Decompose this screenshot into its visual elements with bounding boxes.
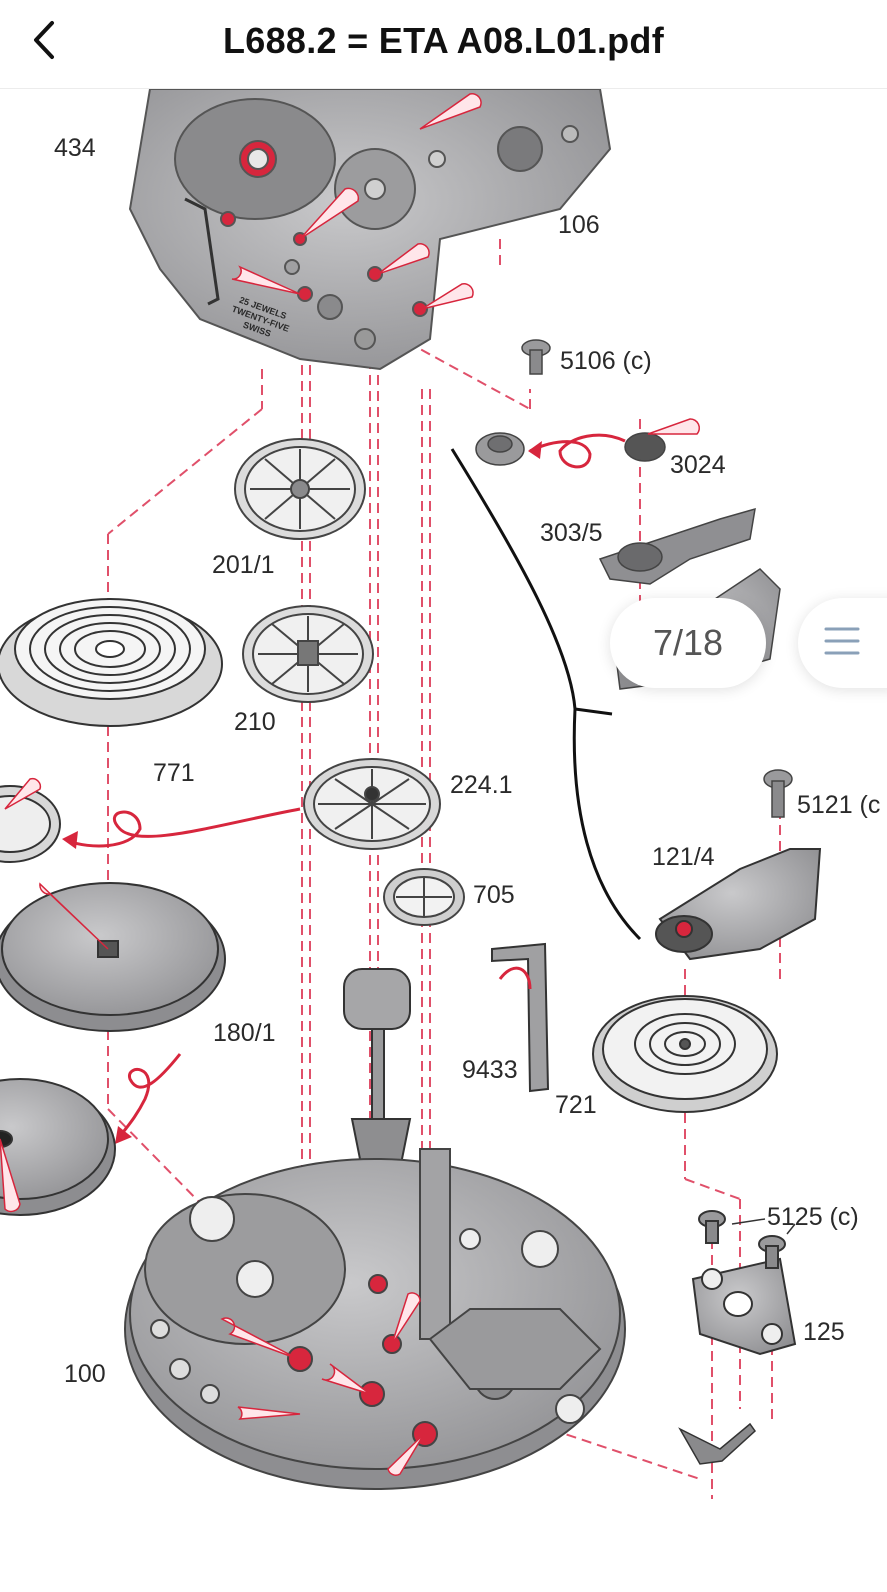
wheel-210 <box>242 605 374 703</box>
hamburger-menu-icon <box>824 625 860 662</box>
label-5121c: 5121 (c <box>797 791 881 819</box>
label-201-1: 201/1 <box>212 551 275 579</box>
label-224-1: 224.1 <box>450 771 513 799</box>
bridge-106 <box>128 89 612 371</box>
mainspring-771 <box>0 598 223 727</box>
screw-5106 <box>521 339 551 375</box>
label-121-4: 121/4 <box>652 843 715 871</box>
page-indicator[interactable]: 7/18 <box>610 598 766 688</box>
balance-721 <box>592 995 778 1113</box>
label-9433: 9433 <box>462 1056 518 1084</box>
label-210: 210 <box>234 708 276 736</box>
label-106: 106 <box>558 211 600 239</box>
document-title: L688.2 = ETA A08.L01.pdf <box>222 20 664 61</box>
exploded-movement-diagram: 25 JEWELS TWENTY-FIVE SWISS <box>0 89 822 1499</box>
label-3024: 3024 <box>670 451 726 479</box>
label-303-5: 303/5 <box>540 519 603 547</box>
label-5106c: 5106 (c) <box>560 347 652 375</box>
pdf-page-view[interactable]: 25 JEWELS TWENTY-FIVE SWISS <box>0 89 887 1592</box>
barrel-180-1 <box>0 882 226 1032</box>
winding-stem <box>343 968 412 1170</box>
label-721: 721 <box>555 1091 597 1119</box>
label-100: 100 <box>64 1360 106 1388</box>
menu-button[interactable] <box>798 598 887 688</box>
main-plate-100 <box>124 1148 626 1490</box>
back-button[interactable] <box>22 18 66 66</box>
escape-wheel-705 <box>383 868 465 926</box>
chevron-left-icon <box>30 19 58 66</box>
label-434: 434 <box>54 134 96 162</box>
label-180-1: 180/1 <box>213 1019 276 1047</box>
label-125: 125 <box>803 1318 845 1346</box>
label-5125c: 5125 (c) <box>767 1203 859 1231</box>
wheel-201-1 <box>234 438 366 540</box>
label-705: 705 <box>473 881 515 909</box>
label-771: 771 <box>153 759 195 787</box>
top-bar: L688.2 = ETA A08.L01.pdf <box>0 0 887 89</box>
wheel-224-1 <box>303 758 441 850</box>
